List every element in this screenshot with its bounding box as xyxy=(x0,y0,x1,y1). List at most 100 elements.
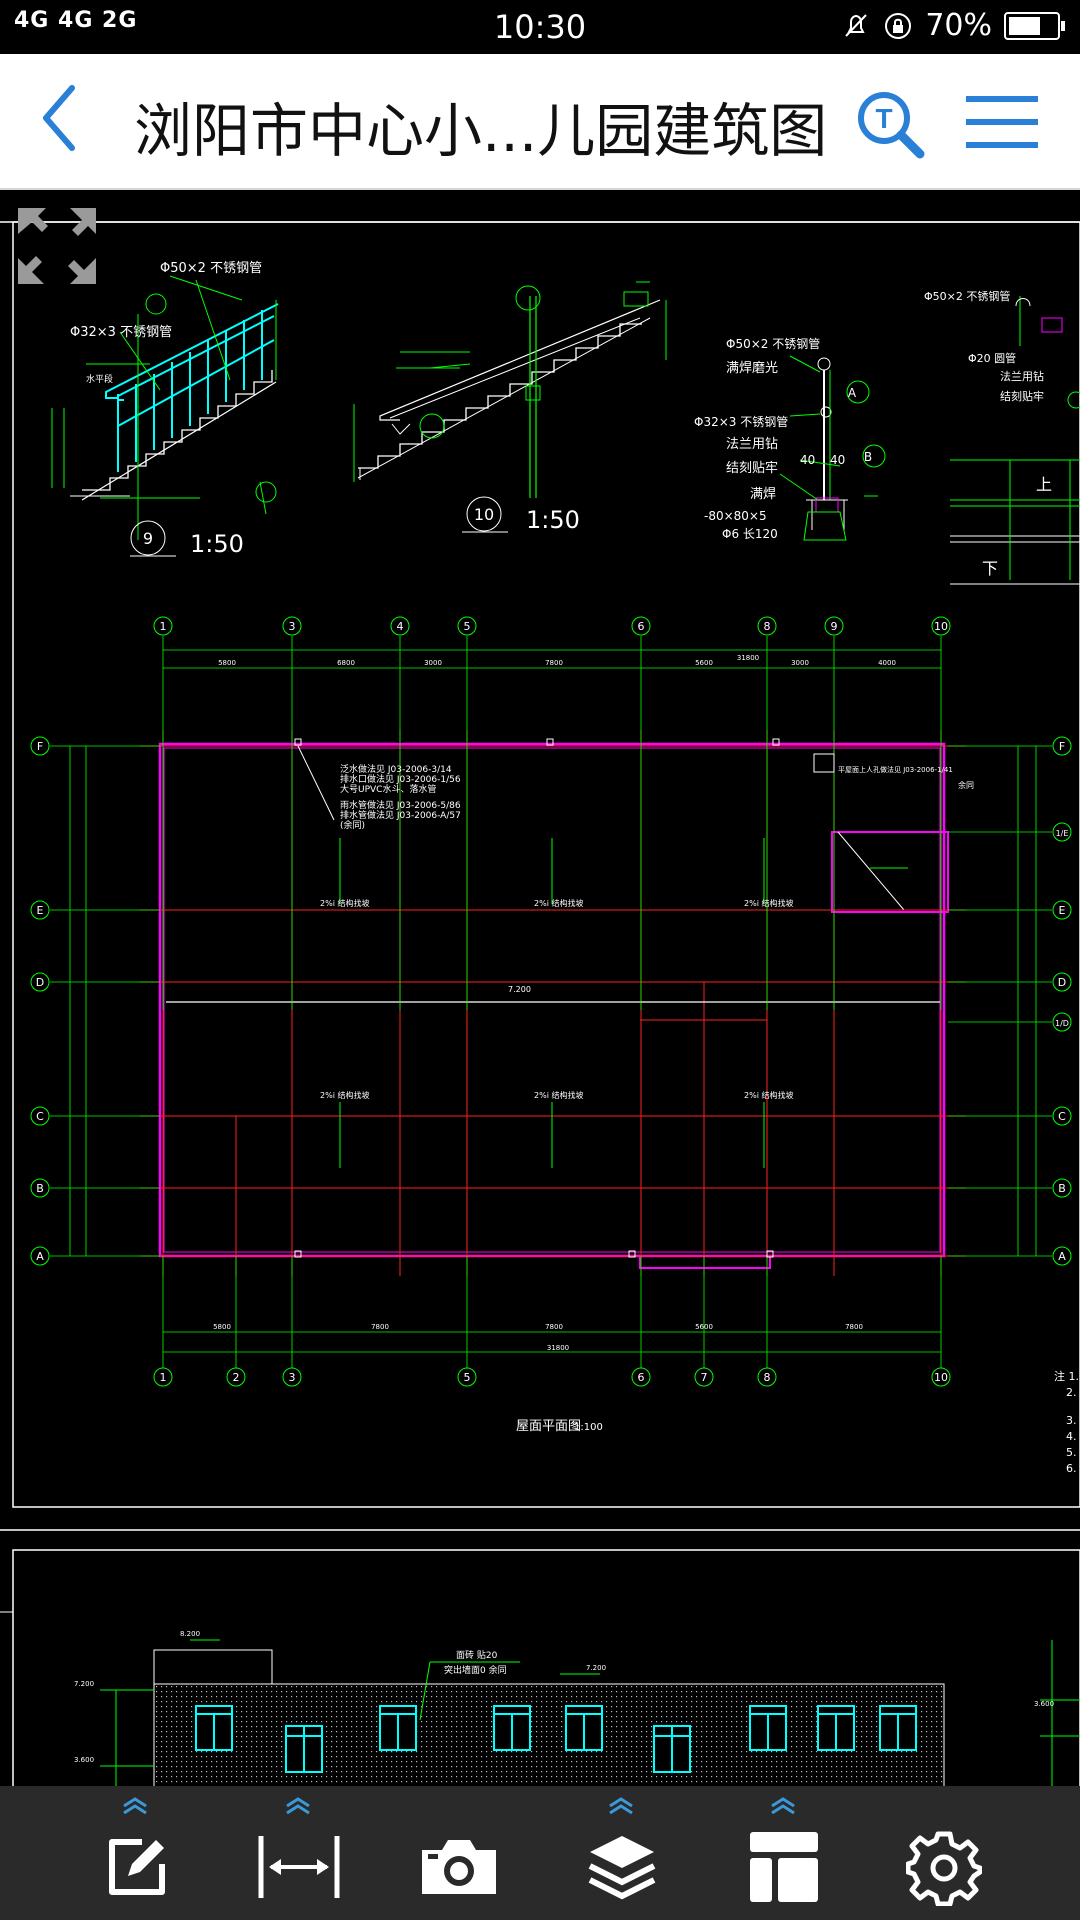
text-search-icon[interactable]: T xyxy=(852,86,928,162)
axis-bubble-top-3 xyxy=(457,616,477,636)
axis-bubble-top-6 xyxy=(824,616,844,636)
detail-10-scale: 1:50 xyxy=(526,506,580,534)
screenshot-tool-button[interactable] xyxy=(404,1792,514,1916)
layers-tool-button[interactable] xyxy=(566,1792,676,1916)
axis-label-bot-5: 7 xyxy=(701,1371,708,1384)
axis-bubble-bot-6 xyxy=(757,1367,777,1387)
top-dim-3: 7800 xyxy=(545,659,563,667)
layout-tool-button[interactable] xyxy=(728,1792,838,1916)
side-note-3: 3. xyxy=(1066,1414,1077,1427)
rail-label-13: 法兰用钻 xyxy=(1000,369,1044,383)
settings-tool-button[interactable] xyxy=(890,1792,1000,1916)
hamburger-menu-icon[interactable] xyxy=(964,90,1040,154)
axis-bubble-right-4 xyxy=(1052,1012,1072,1032)
axis-bubble-right-5 xyxy=(1052,1106,1072,1126)
roof-hatch-symbol xyxy=(813,753,835,773)
axis-label-bot-4: 6 xyxy=(638,1371,645,1384)
annotate-tool-button[interactable] xyxy=(80,1792,190,1916)
rail-section-detail xyxy=(779,355,886,541)
roof-drain-0 xyxy=(294,738,302,746)
axis-label-bot-6: 8 xyxy=(764,1371,771,1384)
elev-label-4: 7.200 xyxy=(586,1664,606,1672)
axis-bubble-bot-4 xyxy=(631,1367,651,1387)
axis-bubble-bot-0 xyxy=(153,1367,173,1387)
axis-label-left-1: E xyxy=(37,904,44,917)
top-dim-1: 6800 xyxy=(337,659,355,667)
bottom-total-dim: 31800 xyxy=(547,1344,569,1352)
slope-label-6: 2%i 结构找坡 xyxy=(744,1090,793,1100)
roof-drain-2 xyxy=(772,738,780,746)
elev-label-3: 3.600 xyxy=(74,1756,94,1764)
detail-10-number: 10 xyxy=(474,505,494,524)
status-bar: 4G 4G 2G 10:30 70% xyxy=(0,0,1080,54)
axis-bubble-right-6 xyxy=(1052,1178,1072,1198)
detail-10-drawing xyxy=(353,281,667,533)
stair-down-label: 下 xyxy=(982,559,998,578)
axis-bubble-bot-3 xyxy=(457,1367,477,1387)
signal-indicator: 4G 4G 2G xyxy=(14,8,138,33)
stair-up-label: 上 xyxy=(1036,475,1052,494)
measure-icon xyxy=(258,1836,340,1898)
slope-label-4: 2%i 结构找坡 xyxy=(320,1090,369,1100)
edit-icon xyxy=(109,1839,165,1895)
top-dim-6: 4000 xyxy=(878,659,896,667)
plan-note-4: 雨水管做法见 J03-2006-5/86 xyxy=(340,799,461,811)
bot-dim-2: 7800 xyxy=(545,1323,563,1331)
elev-label-2: 7.200 xyxy=(74,1680,94,1688)
axis-bubble-left-0 xyxy=(30,736,50,756)
rail-label-12: Φ20 圆管 xyxy=(968,351,1016,365)
axis-bubble-top-1 xyxy=(282,616,302,636)
axis-label-right-0: F xyxy=(1059,740,1065,753)
bot-dim-1: 7800 xyxy=(371,1323,389,1331)
plan-note-8: 余同 xyxy=(958,780,974,790)
svg-text:B: B xyxy=(864,450,872,464)
drawing-canvas[interactable]: 9 1:50 Φ50×2 不锈钢管 Φ32×3 不锈钢管 水平段 10 1:50 xyxy=(0,190,1080,1786)
expand-caret-icon xyxy=(609,1797,633,1815)
note-leader xyxy=(297,745,335,821)
gear-icon xyxy=(906,1831,982,1906)
axis-bubble-top-5 xyxy=(757,616,777,636)
axis-label-left-2: D xyxy=(36,976,44,989)
bell-off-icon xyxy=(845,13,868,37)
rail-label-3: Φ50×2 不锈钢管 xyxy=(726,336,820,351)
axis-bubble-left-5 xyxy=(30,1246,50,1266)
axis-bubble-right-2 xyxy=(1052,900,1072,920)
axis-bubble-right-1 xyxy=(1052,822,1072,842)
side-note-1: 注 1. xyxy=(1054,1369,1079,1383)
axis-bubble-bot-1 xyxy=(226,1367,246,1387)
cad-drawing: 9 1:50 Φ50×2 不锈钢管 Φ32×3 不锈钢管 水平段 10 1:50 xyxy=(0,208,1080,1786)
battery-fill xyxy=(1009,16,1040,35)
axis-label-bot-2: 3 xyxy=(289,1371,296,1384)
axis-bubble-bot-7 xyxy=(931,1367,951,1387)
axis-label-right-4: 1/D xyxy=(1055,1019,1069,1028)
axis-bubble-bot-5 xyxy=(694,1367,714,1387)
rail-label-4: 满焊磨光 xyxy=(726,360,778,376)
axis-label-left-4: B xyxy=(36,1182,44,1195)
svg-text:A: A xyxy=(848,386,857,400)
roof-outline xyxy=(158,742,946,1258)
axis-bubble-right-7 xyxy=(1052,1246,1072,1266)
axis-label-top-7: 10 xyxy=(934,620,948,633)
dim-40-a: 40 xyxy=(800,453,815,467)
rail-label-10: Φ6 长120 xyxy=(722,527,778,541)
level-mid-label: 7.200 xyxy=(508,985,531,994)
slope-label-2: 2%i 结构找坡 xyxy=(534,898,583,908)
clock: 10:30 xyxy=(493,8,587,46)
bottom-toolbar xyxy=(0,1786,1080,1920)
entrance-outline xyxy=(639,1255,771,1269)
axis-label-top-1: 3 xyxy=(289,620,296,633)
expand-caret-icon xyxy=(123,1797,147,1815)
water-level-label: 水平段 xyxy=(86,373,113,385)
axis-label-bot-1: 2 xyxy=(233,1371,240,1384)
axis-label-right-3: D xyxy=(1058,976,1066,989)
camera-icon xyxy=(422,1840,496,1894)
side-note-4: 4. xyxy=(1066,1430,1077,1443)
measure-tool-button[interactable] xyxy=(243,1792,353,1916)
chevron-left-icon[interactable] xyxy=(34,80,84,156)
axis-bubble-top-0 xyxy=(153,616,173,636)
fullscreen-toggle-icon[interactable] xyxy=(18,208,96,284)
expand-caret-icon xyxy=(286,1797,310,1815)
side-note-6: 6. xyxy=(1066,1462,1077,1475)
axis-label-top-3: 5 xyxy=(464,620,471,633)
